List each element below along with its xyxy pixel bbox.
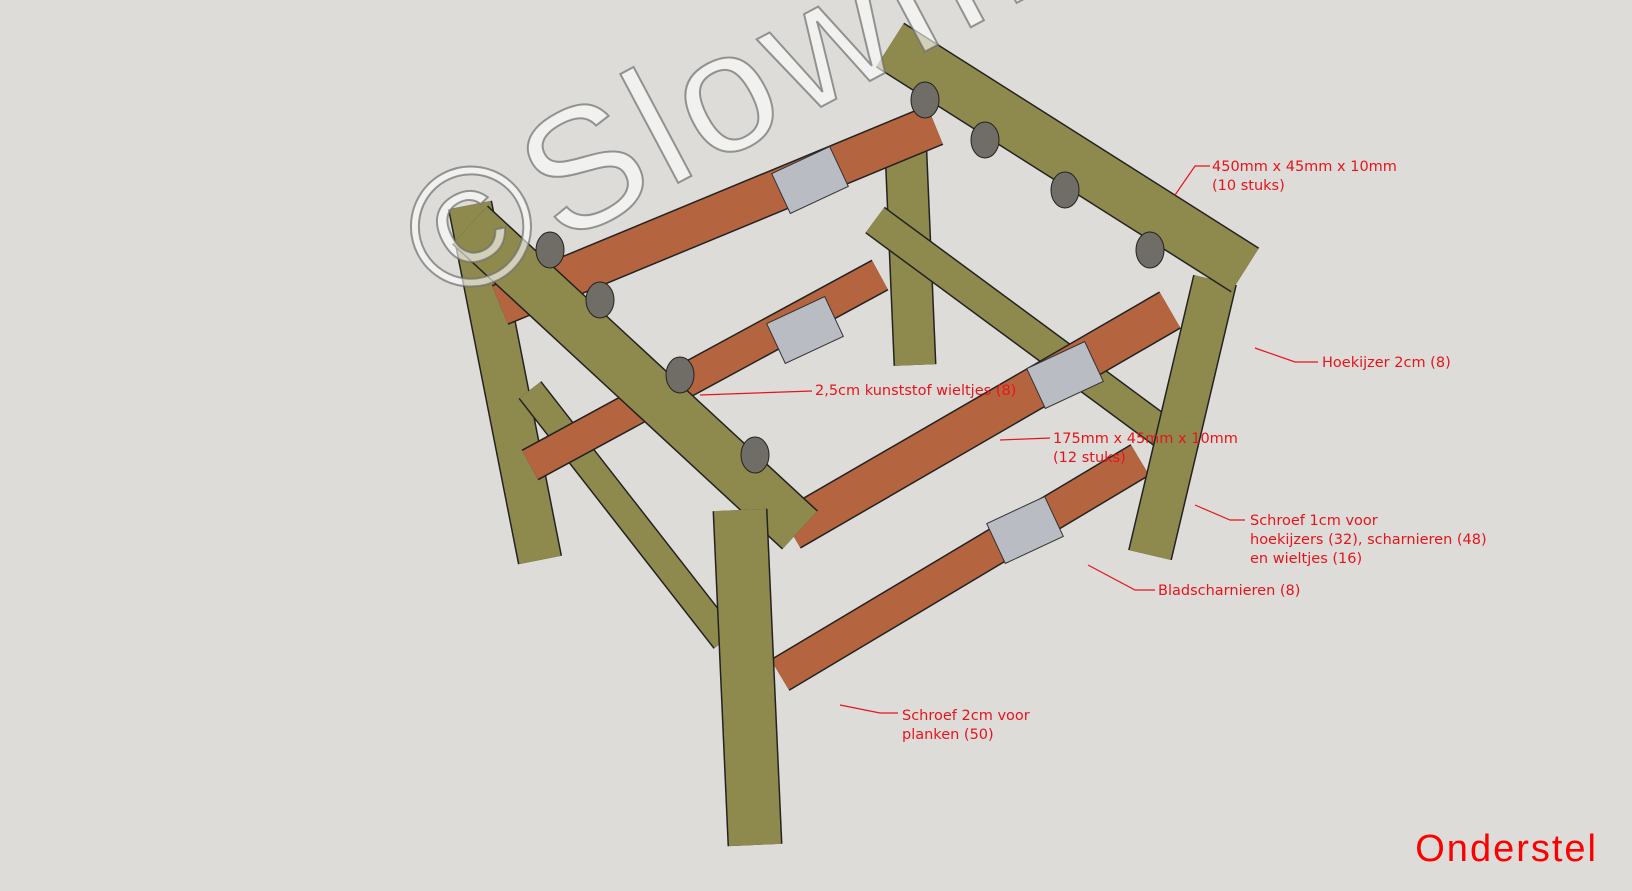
leader-line-2: [1254, 347, 1318, 363]
leader-line-1: [1174, 165, 1210, 196]
board-front-lower: [771, 445, 1149, 690]
leader-lines: [699, 165, 1318, 714]
label-hinges: Bladscharnieren (8): [1158, 583, 1301, 599]
label-corner-iron: Hoekijzer 2cm (8): [1322, 355, 1451, 371]
label-short-board: 175mm x 45mm x 10mm(12 stuks): [1053, 431, 1238, 466]
right-front-leg: [1129, 275, 1236, 560]
leader-line-4: [999, 437, 1051, 441]
leader-line-5: [1194, 504, 1245, 521]
right-inner-rail: [866, 207, 1189, 458]
label-wheels: 2,5cm kunststof wieltjes (8): [815, 383, 1017, 399]
label-long-board: 450mm x 45mm x 10mm(10 stuks): [1212, 159, 1397, 194]
wheel-5: [535, 231, 565, 269]
left-top-rail: [453, 206, 817, 549]
wheel-1: [910, 81, 940, 119]
hinge-4: [986, 495, 1064, 565]
frame-beams: [447, 22, 1260, 847]
board-front-top: [779, 292, 1181, 548]
hinge-3: [1026, 340, 1104, 410]
hinge-1: [771, 145, 849, 215]
wheel-3: [1050, 171, 1080, 209]
wheel-4: [1135, 231, 1165, 269]
hinge-2: [766, 295, 844, 365]
wheel-7: [665, 356, 695, 394]
leader-line-3: [699, 390, 813, 396]
wheel-2: [970, 121, 1000, 159]
right-top-rail: [876, 23, 1259, 292]
drawing-title: Onderstel: [1415, 828, 1598, 870]
front-leg: [714, 508, 781, 847]
wheel-6: [585, 281, 615, 319]
leader-line-7: [839, 704, 898, 714]
wheel-8: [740, 436, 770, 474]
board-back-top: [492, 106, 943, 324]
leader-line-6: [1087, 564, 1155, 591]
